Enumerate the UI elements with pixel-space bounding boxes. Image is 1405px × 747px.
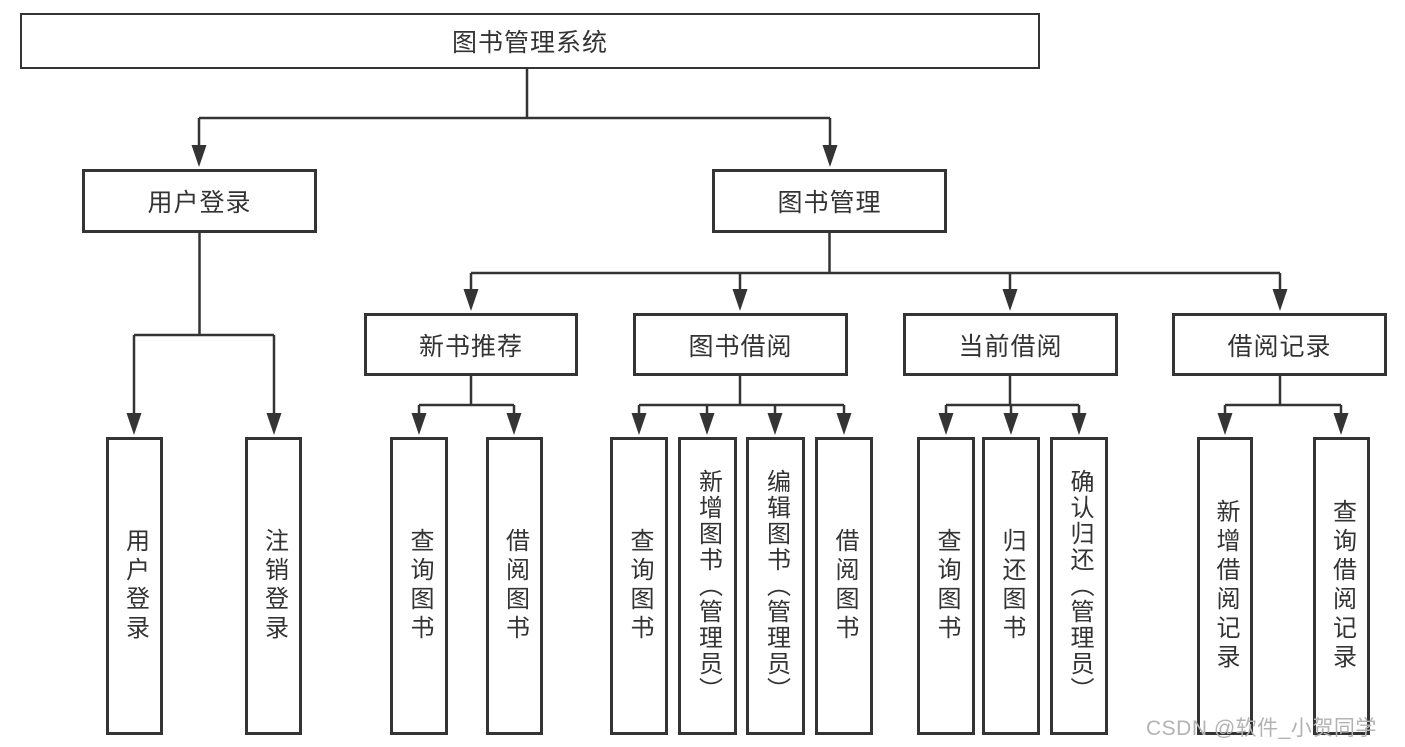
leaf-add-books-admin: 新增图书（管理员）	[678, 437, 737, 735]
node-borrowing-records: 借阅记录	[1172, 313, 1387, 376]
node-user-login: 用户登录	[82, 169, 317, 233]
leaf-edit-books-admin: 编辑图书（管理员）	[746, 437, 805, 735]
node-library-system-label: 图书管理系统	[451, 29, 608, 57]
leaf-confirm-return-admin-label: 确认归还（管理员）	[1066, 469, 1093, 703]
node-current-borrowing: 当前借阅	[903, 313, 1118, 376]
leaf-add-books-admin-label: 新增图书（管理员）	[694, 469, 722, 703]
leaf-query-books-current-label: 查询图书	[933, 528, 960, 644]
leaf-query-books-recommend-label: 查询图书	[406, 528, 433, 644]
node-book-borrowing: 图书借阅	[633, 313, 848, 376]
leaf-user-login-label: 用户登录	[121, 528, 149, 644]
leaf-add-borrow-record: 新增借阅记录	[1197, 437, 1253, 735]
leaf-return-books: 归还图书	[982, 437, 1040, 735]
node-new-book-recommend-label: 新书推荐	[418, 332, 523, 361]
node-current-borrowing-label: 当前借阅	[958, 332, 1063, 361]
leaf-borrow-books-label: 借阅图书	[831, 528, 858, 644]
leaf-confirm-return-admin: 确认归还（管理员）	[1050, 437, 1108, 735]
node-borrowing-records-label: 借阅记录	[1227, 332, 1332, 361]
leaf-query-borrow-record: 查询借阅记录	[1313, 437, 1370, 735]
leaf-return-books-label: 归还图书	[998, 528, 1025, 644]
leaf-borrow-books: 借阅图书	[815, 437, 873, 735]
leaf-add-borrow-record-label: 新增借阅记录	[1212, 499, 1239, 673]
leaf-query-books-recommend: 查询图书	[390, 437, 448, 735]
connector-root-to-level1	[191, 69, 838, 167]
leaf-logout-login-label: 注销登录	[260, 528, 288, 644]
connector-borrow-records-to-leaves	[1217, 376, 1349, 435]
leaf-edit-books-admin-label: 编辑图书（管理员）	[762, 469, 790, 703]
csdn-watermark: CSDN @软件_小贺同学	[1146, 717, 1377, 740]
leaf-query-books-current: 查询图书	[917, 437, 975, 735]
leaf-user-login: 用户登录	[106, 437, 163, 735]
node-book-management-label: 图书管理	[777, 189, 882, 217]
node-user-login-label: 用户登录	[147, 189, 252, 217]
leaf-query-books-borrow: 查询图书	[610, 437, 668, 735]
leaf-borrow-books-recommend: 借阅图书	[486, 437, 543, 735]
node-book-management: 图书管理	[712, 169, 947, 233]
connector-book-management-to-level2	[463, 233, 1288, 311]
leaf-query-borrow-record-label: 查询借阅记录	[1328, 499, 1356, 673]
connector-current-borrow-to-leaves	[938, 376, 1087, 435]
leaf-query-books-borrow-label: 查询图书	[626, 528, 653, 644]
connector-user-login-to-leaves	[126, 233, 282, 435]
node-new-book-recommend: 新书推荐	[364, 313, 578, 376]
leaf-borrow-books-recommend-label: 借阅图书	[501, 528, 529, 644]
connector-book-borrow-to-leaves	[631, 376, 852, 435]
connector-new-book-to-leaves	[411, 376, 522, 435]
node-book-borrowing-label: 图书借阅	[688, 332, 793, 361]
node-library-system: 图书管理系统	[20, 13, 1040, 69]
leaf-logout-login: 注销登录	[245, 437, 302, 735]
